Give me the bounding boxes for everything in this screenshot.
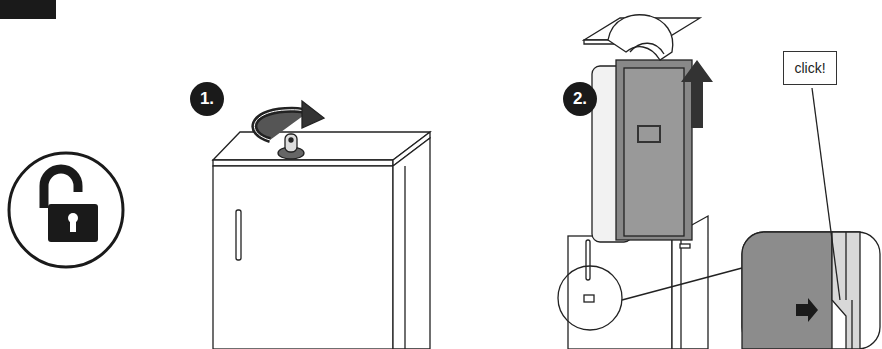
banner xyxy=(0,0,56,19)
unlock-icon xyxy=(9,153,123,267)
dispenser-open xyxy=(558,15,742,349)
zoom-detail xyxy=(742,88,880,349)
dispenser-closed xyxy=(213,101,430,349)
callout-text: click! xyxy=(794,60,825,76)
leader-line xyxy=(812,88,840,300)
callout-number: 1. xyxy=(200,89,214,109)
step-number: 1. xyxy=(190,82,224,116)
step-number: 2. xyxy=(563,82,597,116)
callout-box: click! xyxy=(783,51,837,85)
callout-number: 2. xyxy=(573,89,587,109)
